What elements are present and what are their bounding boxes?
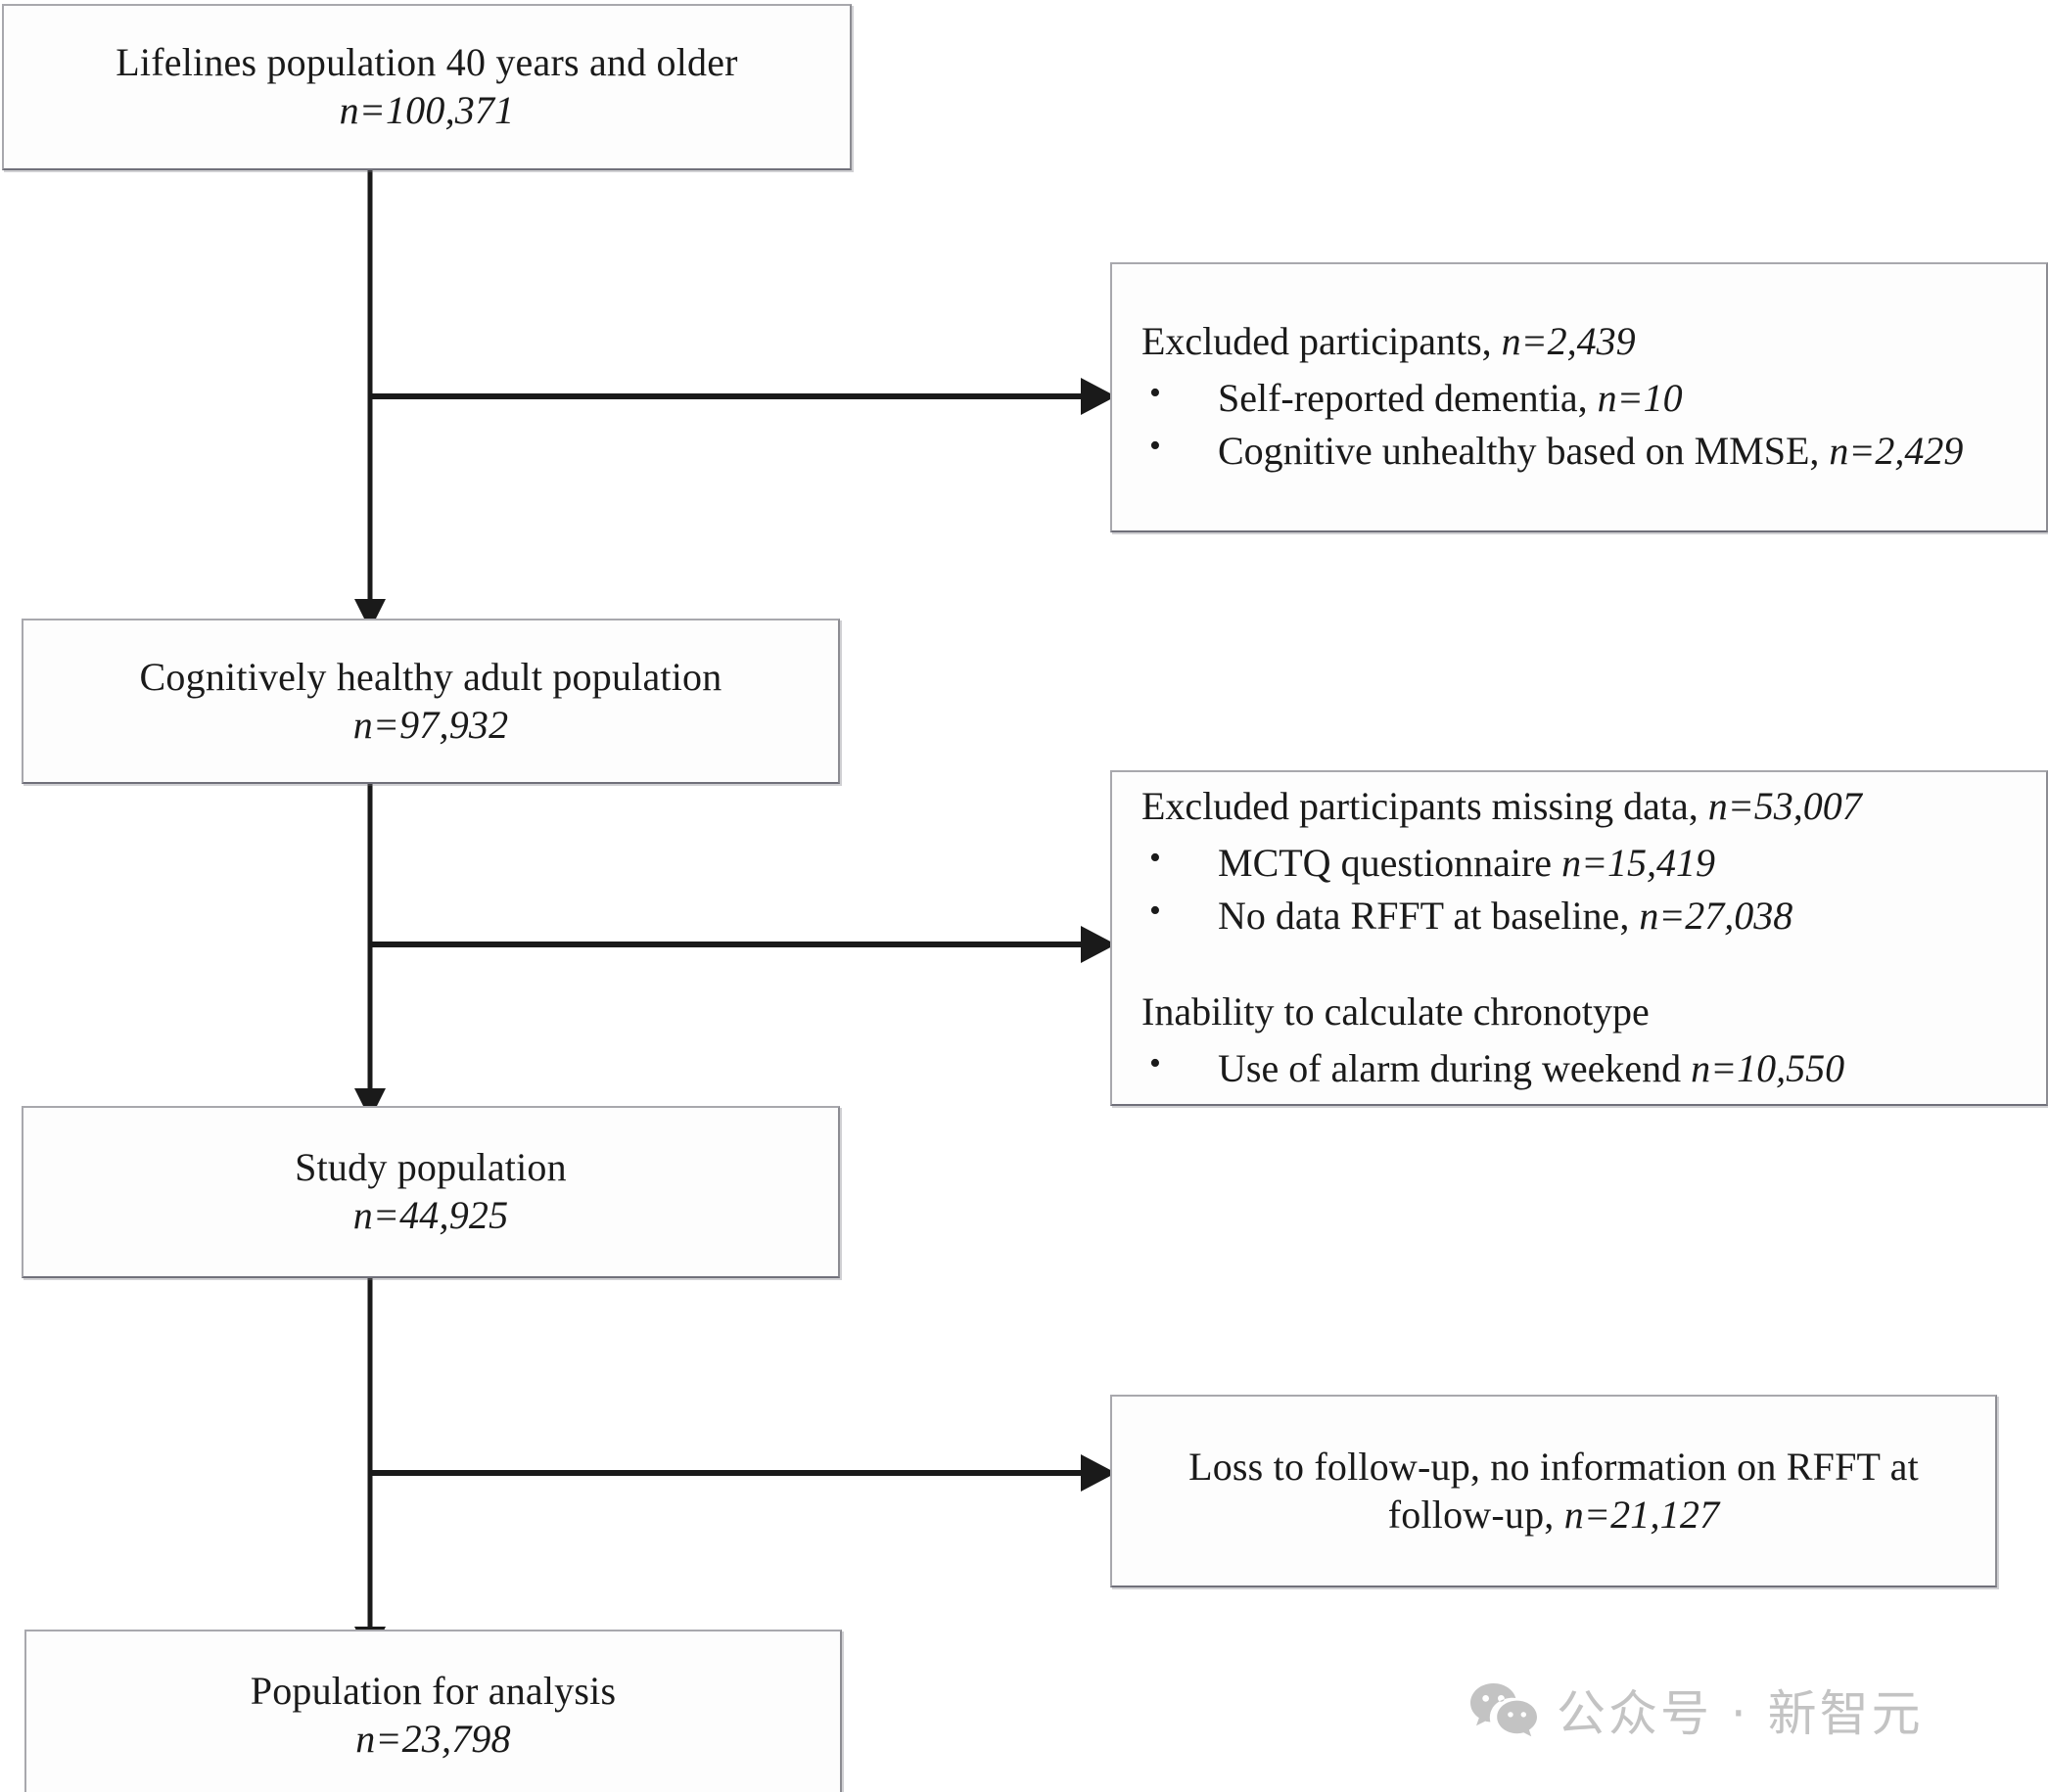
watermark: 公众号 · 新智元: [1468, 1681, 1924, 1745]
exclusion-heading-count: n=53,007: [1707, 783, 1862, 828]
exclusion-heading: Excluded participants missing data, n=53…: [1141, 782, 2021, 831]
connector-box3-to-box4: [354, 1278, 386, 1658]
bullet-count: n=10: [1597, 376, 1683, 420]
node-title: Lifelines population 40 years and older: [116, 40, 738, 85]
exclusion-heading-text: Excluded participants,: [1141, 319, 1502, 363]
exclusion-subheading: Inability to calculate chronotype: [1141, 988, 1650, 1034]
bullet-text: MCTQ questionnaire: [1218, 840, 1562, 885]
exclusion-heading-text: Excluded participants missing data,: [1141, 783, 1708, 828]
node-population-for-analysis: Population for analysis n=23,798: [24, 1630, 842, 1792]
node-study-population: Study population n=44,925: [22, 1106, 840, 1278]
followup-line-2: follow-up, n=21,127: [1134, 1492, 1974, 1539]
spacer: [1141, 942, 2021, 988]
connector-branch-exclusion-2: [370, 926, 1116, 963]
exclusion-heading: Excluded participants, n=2,439: [1141, 317, 2021, 366]
wechat-icon: [1468, 1681, 1539, 1745]
list-item: Use of alarm during weekend n=10,550: [1141, 1040, 2021, 1095]
bullet-count: n=15,419: [1561, 840, 1716, 885]
bullet-text: Use of alarm during weekend: [1218, 1045, 1692, 1090]
node-count: n=100,371: [339, 88, 515, 132]
list-item: MCTQ questionnaire n=15,419: [1141, 835, 2021, 890]
exclusion-bullet-list: MCTQ questionnaire n=15,419 No data RFFT…: [1141, 835, 2021, 942]
exclusion-heading-count: n=2,439: [1501, 319, 1636, 363]
bullet-count: n=2,429: [1829, 429, 1964, 473]
connector-box2-to-box3: [354, 784, 386, 1120]
watermark-text: 公众号 · 新智元: [1557, 1684, 1924, 1742]
list-item: Self-reported dementia, n=10: [1141, 370, 2021, 425]
node-title: Population for analysis: [250, 1669, 617, 1714]
followup-line-1: Loss to follow-up, no information on RFF…: [1188, 1444, 1919, 1489]
list-item: No data RFFT at baseline, n=27,038: [1141, 888, 2021, 942]
exclusion-sub-bullet-list: Use of alarm during weekend n=10,550: [1141, 1040, 2021, 1095]
node-count: n=44,925: [352, 1193, 509, 1237]
node-title: Study population: [295, 1145, 567, 1190]
node-count: n=23,798: [355, 1717, 511, 1761]
node-lifelines-population: Lifelines population 40 years and older …: [2, 4, 852, 170]
bullet-count: n=27,038: [1639, 893, 1793, 938]
connector-branch-exclusion-3: [370, 1454, 1116, 1492]
followup-line-2-text: follow-up,: [1387, 1492, 1564, 1537]
bullet-text: Cognitive unhealthy based on MMSE,: [1218, 429, 1830, 473]
followup-count: n=21,127: [1563, 1492, 1720, 1537]
connector-branch-exclusion-1: [370, 378, 1116, 415]
bullet-count: n=10,550: [1691, 1045, 1845, 1090]
bullet-text: No data RFFT at baseline,: [1218, 893, 1640, 938]
node-title: Cognitively healthy adult population: [139, 654, 722, 699]
bullet-text: Self-reported dementia,: [1218, 376, 1598, 420]
node-cognitively-healthy-population: Cognitively healthy adult population n=9…: [22, 619, 840, 784]
node-loss-to-follow-up: Loss to follow-up, no information on RFF…: [1110, 1395, 1997, 1587]
node-excluded-missing-data: Excluded participants missing data, n=53…: [1110, 770, 2048, 1106]
connector-box1-to-box2: [354, 169, 386, 630]
list-item: Cognitive unhealthy based on MMSE, n=2,4…: [1141, 423, 2021, 478]
exclusion-bullet-list: Self-reported dementia, n=10 Cognitive u…: [1141, 370, 2021, 478]
node-count: n=97,932: [352, 702, 509, 747]
node-excluded-participants-1: Excluded participants, n=2,439 Self-repo…: [1110, 262, 2048, 532]
